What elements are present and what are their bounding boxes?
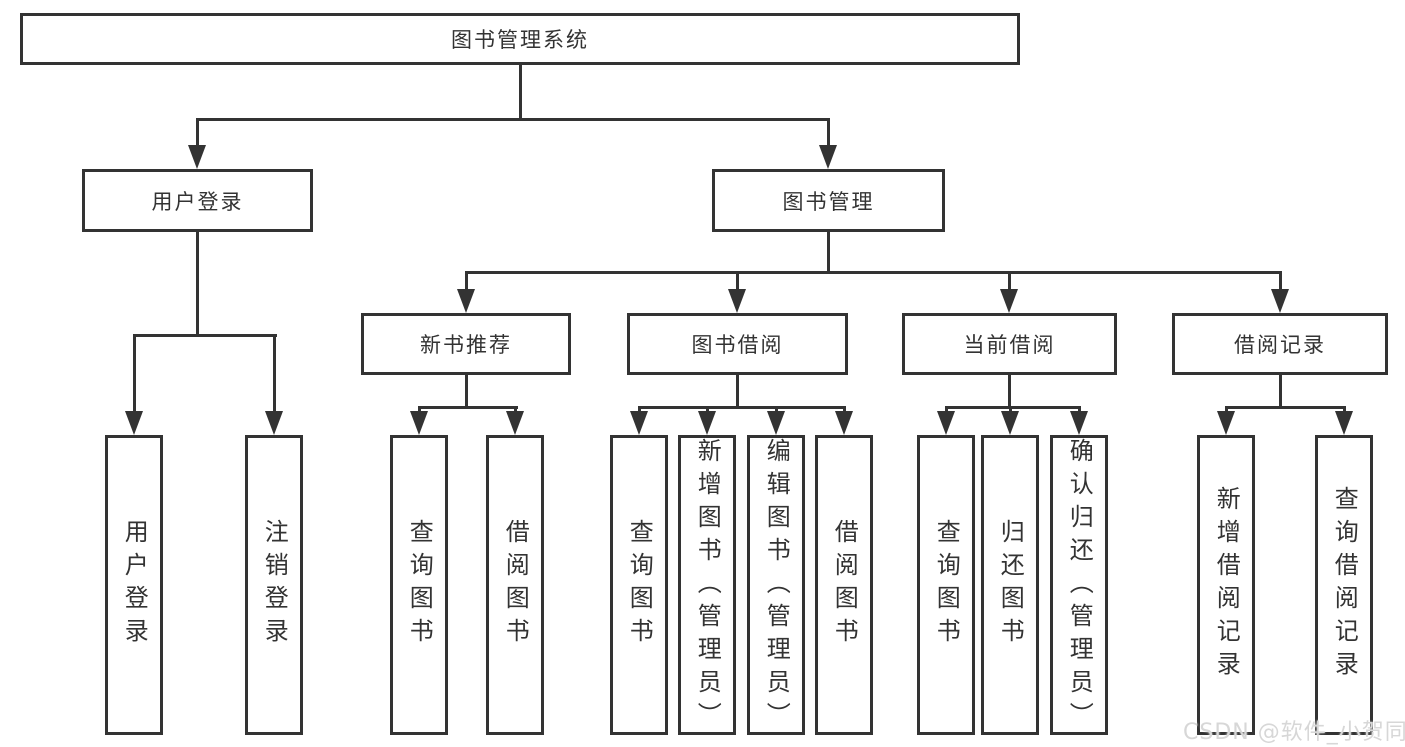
node-label: 查询借阅记录 (1330, 486, 1359, 684)
connector-new-book-branch (418, 406, 518, 409)
node-new-book-recommend: 新书推荐 (361, 313, 571, 375)
connector-to-book-borrow (736, 271, 739, 293)
node-library-management-system: 图书管理系统 (20, 13, 1020, 65)
connector-book-mgmt-branch (465, 271, 1282, 274)
arrowhead-down (728, 289, 746, 313)
node-label: 查询图书 (932, 519, 961, 651)
node-label: 借阅记录 (1234, 333, 1326, 357)
arrowhead-down (1271, 289, 1289, 313)
node-label: 编辑图书（管理员） (762, 438, 791, 735)
node-label: 借阅图书 (501, 519, 530, 651)
arrowhead-down (188, 145, 206, 169)
leaf-query-books-borrow: 查询图书 (610, 435, 668, 735)
node-label: 确认归还（管理员） (1065, 438, 1094, 735)
connector-user-login-branch (133, 334, 277, 337)
arrowhead-down (1001, 411, 1019, 435)
connector-to-new-book (465, 271, 468, 293)
leaf-logout: 注销登录 (245, 435, 303, 735)
arrowhead-down (767, 411, 785, 435)
connector-new-book-stem (465, 375, 468, 408)
node-current-borrow: 当前借阅 (902, 313, 1117, 375)
csdn-watermark: CSDN @软件_小贺同学 (1183, 720, 1405, 745)
arrowhead-down (506, 411, 524, 435)
connector-borrow-records-stem (1279, 375, 1282, 408)
arrowhead-down (410, 411, 428, 435)
connector-to-leaf (273, 334, 276, 414)
arrowhead-down (265, 411, 283, 435)
leaf-query-books-current: 查询图书 (917, 435, 975, 735)
leaf-return-book: 归还图书 (981, 435, 1039, 735)
node-borrow-records: 借阅记录 (1172, 313, 1388, 375)
leaf-user-login: 用户登录 (105, 435, 163, 735)
leaf-edit-book-admin: 编辑图书（管理员） (747, 435, 805, 735)
arrowhead-down (1000, 289, 1018, 313)
arrowhead-down (457, 289, 475, 313)
node-label: 用户登录 (120, 519, 149, 651)
node-label: 注销登录 (260, 519, 289, 651)
connector-current-borrow-branch (945, 406, 1081, 409)
connector-user-login-stem (196, 232, 199, 336)
arrowhead-down (1070, 411, 1088, 435)
arrowhead-down (937, 411, 955, 435)
connector-to-book-management (827, 118, 830, 148)
connector-to-user-login (196, 118, 199, 148)
connector-current-borrow-stem (1008, 375, 1011, 408)
node-label: 图书管理 (782, 189, 875, 214)
arrowhead-down (819, 145, 837, 169)
arrowhead-down (1217, 411, 1235, 435)
connector-book-borrow-branch (638, 406, 846, 409)
node-book-management: 图书管理 (712, 169, 945, 232)
node-user-login: 用户登录 (82, 169, 313, 232)
connector-root-stem (519, 65, 522, 120)
arrowhead-down (125, 411, 143, 435)
leaf-borrow-books: 借阅图书 (815, 435, 873, 735)
arrowhead-down (698, 411, 716, 435)
node-book-borrow: 图书借阅 (627, 313, 848, 375)
node-label: 新书推荐 (420, 333, 512, 357)
connector-to-current-borrow (1008, 271, 1011, 293)
connector-book-mgmt-stem (827, 232, 830, 273)
connector-borrow-records-branch (1225, 406, 1346, 409)
node-label: 查询图书 (405, 519, 434, 651)
arrowhead-down (835, 411, 853, 435)
node-label: 新增借阅记录 (1212, 486, 1241, 684)
node-label: 借阅图书 (830, 519, 859, 651)
leaf-add-book-admin: 新增图书（管理员） (678, 435, 736, 735)
leaf-add-borrow-record: 新增借阅记录 (1197, 435, 1255, 735)
leaf-borrow-books-recommend: 借阅图书 (486, 435, 544, 735)
leaf-query-books-recommend: 查询图书 (390, 435, 448, 735)
node-label: 用户登录 (151, 189, 244, 214)
connector-to-borrow-records (1279, 271, 1282, 293)
node-label: 归还图书 (996, 519, 1025, 651)
connector-book-borrow-stem (736, 375, 739, 408)
connector-root-branch (196, 118, 830, 121)
leaf-query-borrow-record: 查询借阅记录 (1315, 435, 1373, 735)
arrowhead-down (1335, 411, 1353, 435)
node-label: 当前借阅 (963, 333, 1056, 357)
node-label: 图书借阅 (691, 333, 784, 357)
node-label: 查询图书 (625, 519, 654, 651)
node-label: 图书管理系统 (451, 28, 589, 52)
arrowhead-down (630, 411, 648, 435)
connector-to-leaf (133, 334, 136, 414)
node-label: 新增图书（管理员） (693, 438, 722, 735)
leaf-confirm-return-admin: 确认归还（管理员） (1050, 435, 1108, 735)
